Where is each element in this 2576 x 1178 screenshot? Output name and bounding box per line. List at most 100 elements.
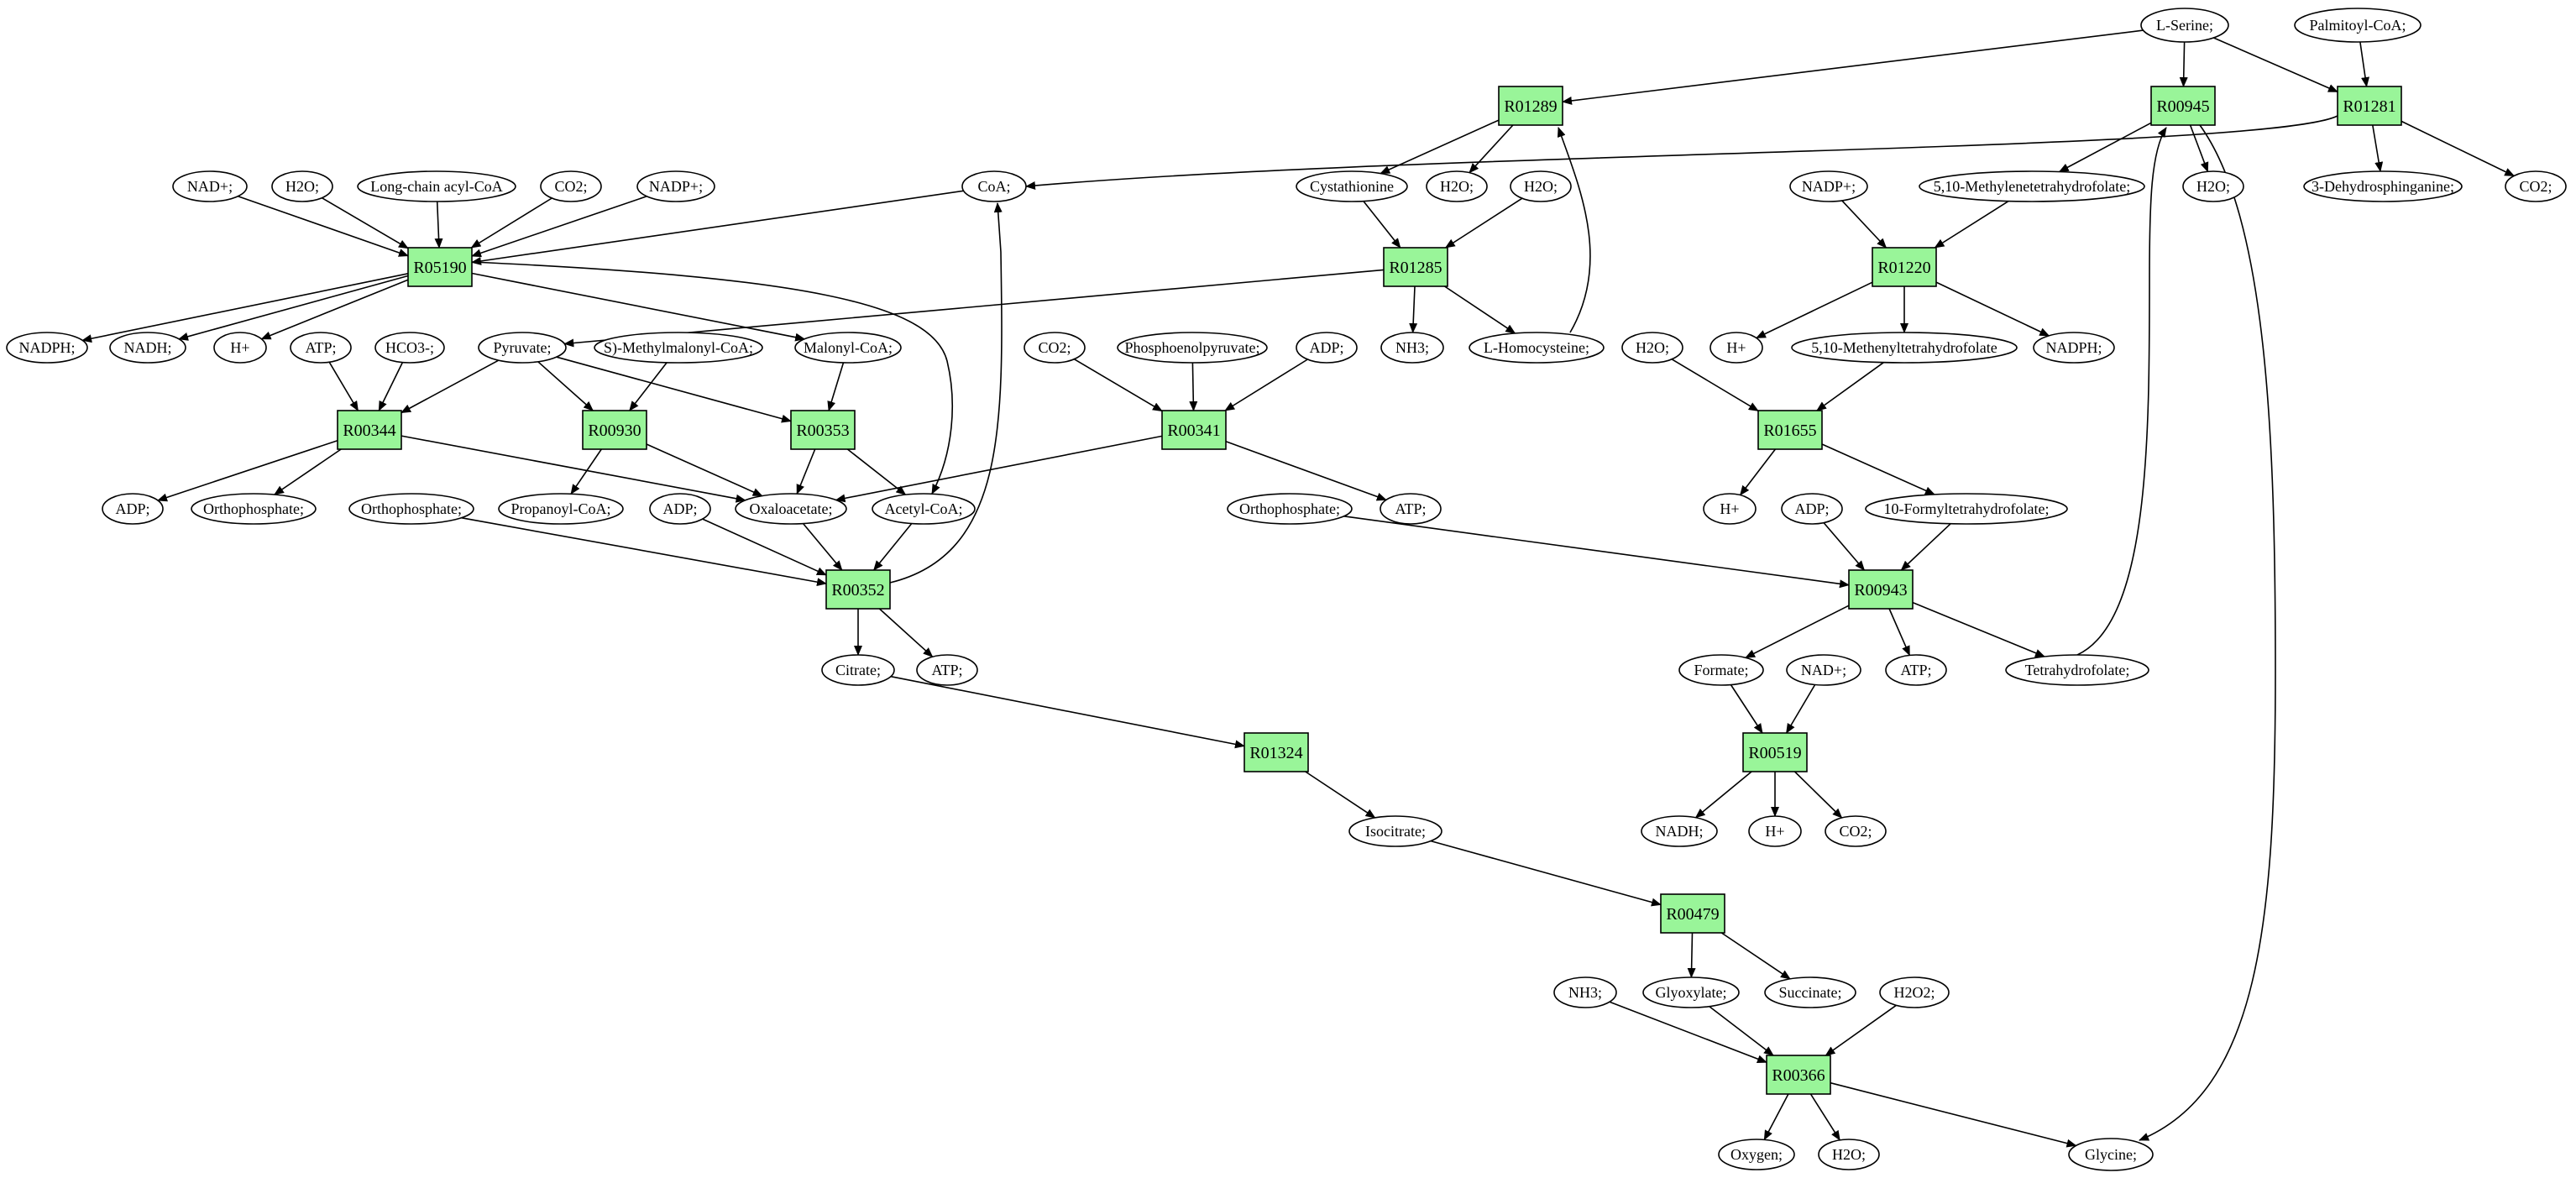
edge-adp_352-to-r00352 xyxy=(702,518,827,576)
reaction-box xyxy=(1243,732,1309,772)
compound-node-h2o_366: H2O; xyxy=(1818,1139,1880,1170)
edge-methenylthf-to-r01655 xyxy=(1816,362,1884,411)
compound-label: ADP; xyxy=(115,500,149,517)
compound-node-citrate: Citrate; xyxy=(821,654,895,686)
compound-label: Acetyl-CoA; xyxy=(885,500,963,517)
reaction-label: R00943 xyxy=(1854,581,1907,599)
edge-formylthf-to-r00943 xyxy=(1900,523,1951,571)
reaction-node-r01655: R01655 xyxy=(1757,410,1823,450)
compound-ellipse xyxy=(821,654,895,686)
compound-ellipse xyxy=(1678,654,1764,686)
edge-r00352-to-coa xyxy=(889,202,1003,584)
compound-ellipse xyxy=(1789,170,1868,202)
compound-node-co2_281: CO2; xyxy=(2505,170,2567,202)
compound-ellipse xyxy=(109,332,186,364)
edge-co2_5190-to-r05190 xyxy=(470,197,552,249)
reaction-node-r00352: R00352 xyxy=(825,569,891,610)
edge-r01281-to-coa xyxy=(1025,115,2338,191)
compound-label: H2O2; xyxy=(1894,984,1935,1001)
compound-ellipse xyxy=(1348,815,1442,847)
compound-node-methenylthf: 5,10-Methenyltetrahydrofolate xyxy=(1791,332,2018,364)
edge-pyruvate-to-r00930 xyxy=(537,361,594,411)
reaction-label: R05190 xyxy=(413,259,466,277)
edge-r00943-to-formate xyxy=(1745,605,1850,659)
edge-nadplus_5190-to-r05190 xyxy=(238,195,409,257)
compound-node-adp_344: ADP; xyxy=(102,493,164,525)
reaction-box xyxy=(1161,410,1227,450)
reaction-box xyxy=(790,410,856,450)
compound-ellipse xyxy=(1510,170,1572,202)
edge-r00344-to-oxaloacetate xyxy=(401,435,746,503)
compound-label: H+ xyxy=(1720,500,1739,517)
compound-ellipse xyxy=(1642,976,1740,1008)
compound-ellipse xyxy=(6,332,88,364)
compound-label: CO2; xyxy=(1038,339,1071,356)
edge-smethylmalonylcoa-to-r00930 xyxy=(629,362,668,411)
compound-node-h2o_945: H2O; xyxy=(2182,170,2244,202)
compound-label: HCO3-; xyxy=(385,339,434,356)
reaction-box xyxy=(1872,247,1937,287)
compound-node-acetylcoa: Acetyl-CoA; xyxy=(872,493,976,525)
compound-label: ATP; xyxy=(305,339,336,356)
edge-r00945-to-glycine xyxy=(2139,124,2276,1141)
compound-ellipse xyxy=(290,332,352,364)
compound-label: Long-chain acyl-CoA xyxy=(370,178,502,195)
edge-thf-to-r00945 xyxy=(2076,127,2167,656)
compound-node-glycine: Glycine; xyxy=(2068,1138,2154,1171)
edge-coa-to-r05190 xyxy=(471,190,964,265)
edge-r00519-to-nadh_519 xyxy=(1694,771,1752,819)
compound-label: H+ xyxy=(1765,823,1784,840)
compound-node-oxaloacetate: Oxaloacetate; xyxy=(735,493,847,525)
compound-ellipse xyxy=(916,654,978,686)
reaction-box xyxy=(1766,1055,1831,1095)
edge-r01324-to-isocitrate xyxy=(1305,771,1376,819)
compound-label: CO2; xyxy=(554,178,587,195)
edge-r05190-to-hplus_5190 xyxy=(260,279,409,340)
reaction-node-r00341: R00341 xyxy=(1161,410,1227,450)
compound-label: Pyruvate; xyxy=(494,339,552,356)
edge-cystathionine-to-r01285 xyxy=(1363,201,1401,249)
edge-h2o_5190-to-r05190 xyxy=(321,197,409,249)
edge-r01220-to-nadph_1220 xyxy=(1935,281,2050,337)
compound-ellipse xyxy=(2294,8,2422,43)
compound-label: L-Serine; xyxy=(2156,17,2213,34)
edge-r05190-to-nadh_5190 xyxy=(178,275,409,341)
edge-r01285-to-pyruvate xyxy=(563,269,1385,348)
compound-ellipse xyxy=(1764,976,1856,1008)
reaction-label: R01220 xyxy=(1877,259,1930,277)
compound-node-hplus_519: H+ xyxy=(1748,815,1802,847)
compound-label: NAD+; xyxy=(1801,662,1846,678)
compound-ellipse xyxy=(1825,815,1887,847)
compound-label: Orthophosphate; xyxy=(203,500,304,517)
reaction-node-r00344: R00344 xyxy=(337,410,402,450)
compound-node-adp_352: ADP; xyxy=(649,493,711,525)
edge-r00945-to-h2o_945 xyxy=(2189,124,2209,173)
compound-ellipse xyxy=(2505,170,2567,202)
compound-label: ATP; xyxy=(931,662,962,678)
edge-r01281-to-co2_281 xyxy=(2401,120,2516,177)
compound-label: Malonyl-CoA; xyxy=(804,339,893,356)
edge-r00479-to-glyoxylate xyxy=(1687,932,1696,978)
reaction-label: R00353 xyxy=(796,421,849,440)
compound-node-smethylmalonylcoa: S)-Methylmalonyl-CoA; xyxy=(594,332,763,364)
compound-label: Oxygen; xyxy=(1730,1146,1783,1163)
compound-label: H2O; xyxy=(1832,1146,1866,1163)
compound-label: ATP; xyxy=(1900,662,1931,678)
edge-r00353-to-oxaloacetate xyxy=(796,448,816,495)
edge-r05190-to-malonylcoa xyxy=(471,272,806,342)
compound-label: Phosphoenolpyruvate; xyxy=(1125,339,1260,356)
edge-adp_341-to-r00341 xyxy=(1224,359,1308,411)
compound-ellipse xyxy=(2182,170,2244,202)
edge-r01289-to-cystathionine xyxy=(1380,119,1500,175)
reaction-node-r01324: R01324 xyxy=(1243,732,1309,772)
compound-ellipse xyxy=(1919,170,2145,202)
compound-node-hplus_1220: H+ xyxy=(1709,332,1763,364)
edge-r00366-to-glycine xyxy=(1830,1081,2077,1148)
edge-r00943-to-thf xyxy=(1912,601,2045,657)
edge-palmitoylcoa-to-r01281 xyxy=(2359,41,2369,87)
compound-label: Palmitoyl-CoA; xyxy=(2309,17,2406,34)
compound-node-h2o2: H2O2; xyxy=(1879,976,1950,1008)
edge-r05190-to-nadph_5190 xyxy=(81,273,409,343)
compound-ellipse xyxy=(213,332,267,364)
